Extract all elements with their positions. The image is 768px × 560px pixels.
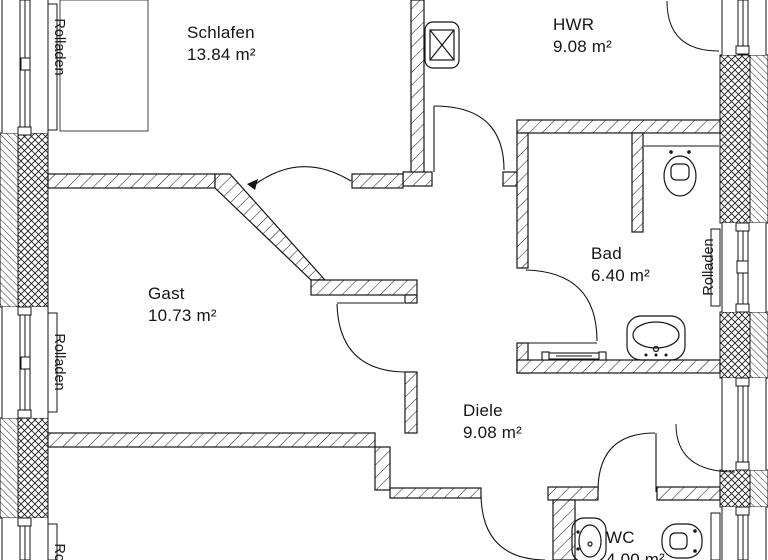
wall-bad-niche [631, 132, 644, 233]
room-area: 10.73 m² [148, 306, 217, 325]
wall-diele-south [389, 487, 482, 499]
terrace-door-diele [675, 377, 767, 473]
room-name: Gast [148, 284, 185, 303]
washbasin-bad-icon [626, 315, 686, 361]
room-label-schlafen: Schlafen 13.84 m² [187, 22, 256, 66]
room-label-wc: WC 4.00 m² [606, 527, 665, 560]
door-arrow [247, 179, 258, 190]
window-left-1 [1, 0, 149, 136]
radiator-icon [541, 351, 607, 361]
room-area: 6.40 m² [591, 266, 651, 285]
window-left-2 [1, 306, 58, 419]
room-label-gast: Gast 10.73 m² [148, 283, 217, 327]
distribution-box-icon [424, 21, 460, 69]
door-swing-arc-hwr [433, 105, 505, 171]
room-name: WC [606, 528, 635, 547]
room-name: Diele [463, 401, 503, 420]
room-name: HWR [553, 15, 595, 34]
shutter-label-left-1: Rolladen [51, 18, 67, 76]
shutter-label-left-3: Rolladen [51, 543, 67, 560]
room-area: 9.08 m² [553, 37, 613, 56]
room-area: 4.00 m² [606, 550, 666, 560]
wall-gast-north [310, 279, 418, 296]
terrace-door-hwr [666, 0, 767, 56]
window-right-2 [710, 222, 767, 313]
wall-gast-east [404, 371, 418, 434]
room-area: 13.84 m² [187, 45, 256, 64]
pedestal-sink-icon [571, 517, 607, 560]
outer-wall-right [719, 54, 768, 508]
toilet-wc-icon [661, 523, 703, 559]
room-name: Bad [591, 244, 622, 263]
interior-walls [47, 0, 721, 560]
doors [247, 105, 657, 560]
door-swing-arc-bad [525, 269, 598, 342]
shutter-label-left-2: Rolladen [51, 333, 67, 391]
toilet-bad-icon [644, 145, 719, 197]
room-area: 9.08 m² [463, 423, 523, 442]
window-left-3 [1, 517, 58, 560]
door-swing-arc-gast [336, 303, 406, 373]
door-swing-arc-wc [597, 432, 656, 492]
room-label-diele: Diele 9.08 m² [463, 400, 522, 444]
wall-schlafen-south [47, 173, 216, 189]
wall-diagonal [214, 173, 327, 281]
wall-bad-south [516, 359, 721, 374]
window-right-4 [710, 506, 767, 560]
door-swing-arc-schlafen [252, 166, 352, 187]
wall-wc-west [552, 499, 576, 560]
wall-bad-west [516, 132, 529, 269]
door-swing-arc-south [480, 494, 546, 560]
door-swing-arc [675, 423, 736, 473]
wall-schlafen-hwr [410, 0, 425, 175]
door-swing-arc [666, 0, 720, 52]
wall-gast-south [47, 432, 376, 448]
room-name: Schlafen [187, 23, 255, 42]
shutter-label-right: Rolladen [701, 238, 717, 296]
wall-bad-north [516, 119, 721, 134]
room-label-bad: Bad 6.40 m² [591, 243, 650, 287]
room-label-hwr: HWR 9.08 m² [553, 14, 612, 58]
